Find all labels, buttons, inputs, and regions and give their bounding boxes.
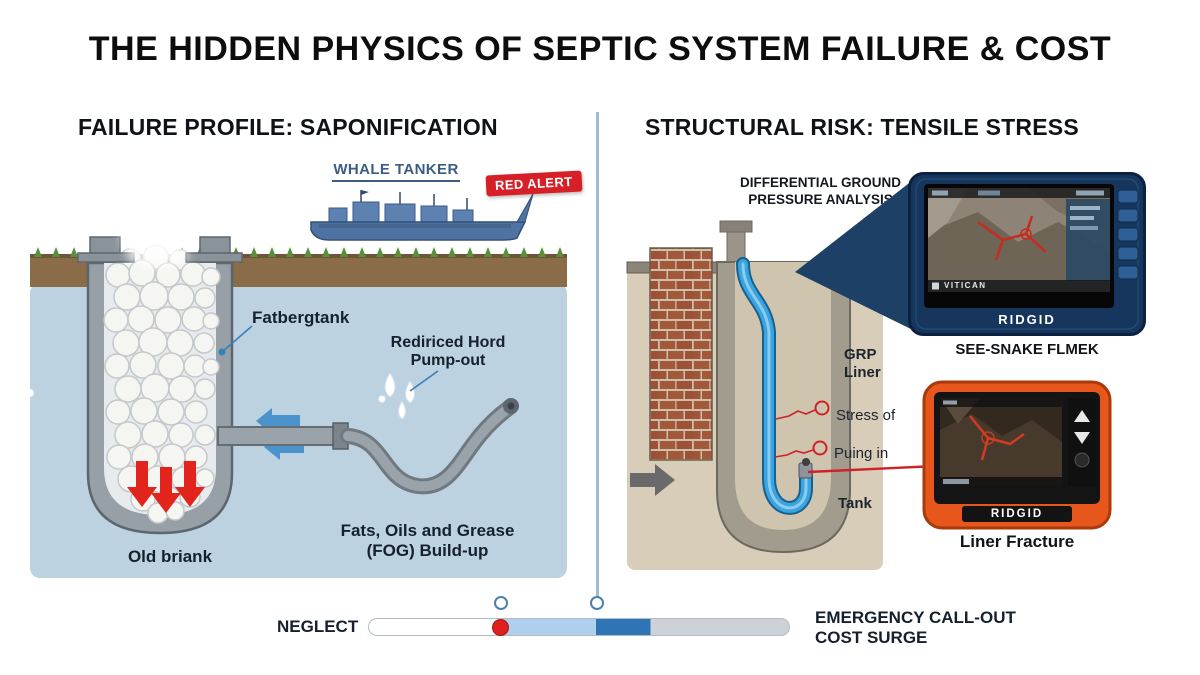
panel-divider: [596, 112, 599, 604]
pulling-label: Puing in: [834, 445, 889, 462]
ship-label-rule: [332, 180, 460, 182]
ridgid-brand-bottom: RIDGID: [990, 508, 1044, 520]
seesnake-monitor: [908, 172, 1146, 336]
pipe-crack-graphic: [977, 215, 1047, 261]
splash-icon: [30, 372, 415, 420]
milestone-marker-1: [494, 596, 508, 610]
right-panel-heading: STRUCTURAL RISK: TENSILE STRESS: [645, 114, 1079, 140]
ground-cross-section-scene: [626, 180, 938, 570]
down-button-icon: [1074, 432, 1090, 444]
fog-label: Fats, Oils and Grease (FOG) Build-up: [340, 521, 515, 560]
seesnake-caption: SEE-SNAKE FLMEK: [955, 341, 1099, 358]
septic-tank-scene: [30, 223, 567, 578]
pumpout-label: Rediriced Hord Pump-out: [390, 334, 506, 370]
camera-callout-wedge: [795, 180, 913, 330]
up-button-icon: [1074, 410, 1090, 422]
pressure-analysis-label: DIFFERENTIAL GROUND PRESSURE ANALYSIS: [740, 175, 901, 207]
tanker-ship-illustration: [310, 190, 534, 241]
cost-surge-label: EMERGENCY CALL-OUT COST SURGE: [815, 608, 1016, 647]
fracture-connector-line: [807, 464, 938, 474]
screen-overlay-label: VITICAN: [944, 281, 987, 290]
grp-liner-label: GRP Liner: [844, 346, 881, 381]
leader-lines: [218, 325, 439, 392]
stress-markers-icon: [774, 400, 830, 458]
milestone-marker-2: [590, 596, 604, 610]
handheld-monitor: [922, 380, 1112, 530]
down-arrows-icon: [127, 461, 205, 513]
liner-fracture-caption: Liner Fracture: [959, 532, 1075, 551]
grp-liner-pipe: [736, 257, 813, 515]
vent-pipe-icon: [719, 220, 753, 265]
select-button-icon: [1074, 452, 1090, 468]
current-position-dot: [492, 619, 509, 636]
whale-tanker-label: WHALE TANKER: [333, 161, 459, 178]
left-panel-heading: FAILURE PROFILE: SAPONIFICATION: [78, 114, 498, 140]
stress-label: Stress of: [836, 407, 896, 424]
monitor-side-buttons: [1117, 189, 1139, 280]
ground-load-arrow-icon: [630, 464, 675, 496]
ridgid-brand-top: RIDGID: [998, 312, 1056, 327]
cost-progress-bar: [368, 618, 790, 636]
brick-wall: [649, 247, 713, 461]
page-title: THE HIDDEN PHYSICS OF SEPTIC SYSTEM FAIL…: [88, 30, 1112, 68]
neglect-label: NEGLECT: [277, 617, 359, 636]
steam-icon: [114, 223, 190, 267]
liner-crack-graphic: [969, 415, 1025, 461]
fatberg-label: Fatbergtank: [252, 308, 350, 327]
tank-lid-brackets: [77, 236, 243, 263]
old-tank-label: Old briank: [127, 547, 213, 566]
tank-label: Tank: [838, 495, 872, 512]
red-alert-badge: RED ALERT: [485, 170, 582, 197]
pump-out-hose: [217, 398, 519, 495]
